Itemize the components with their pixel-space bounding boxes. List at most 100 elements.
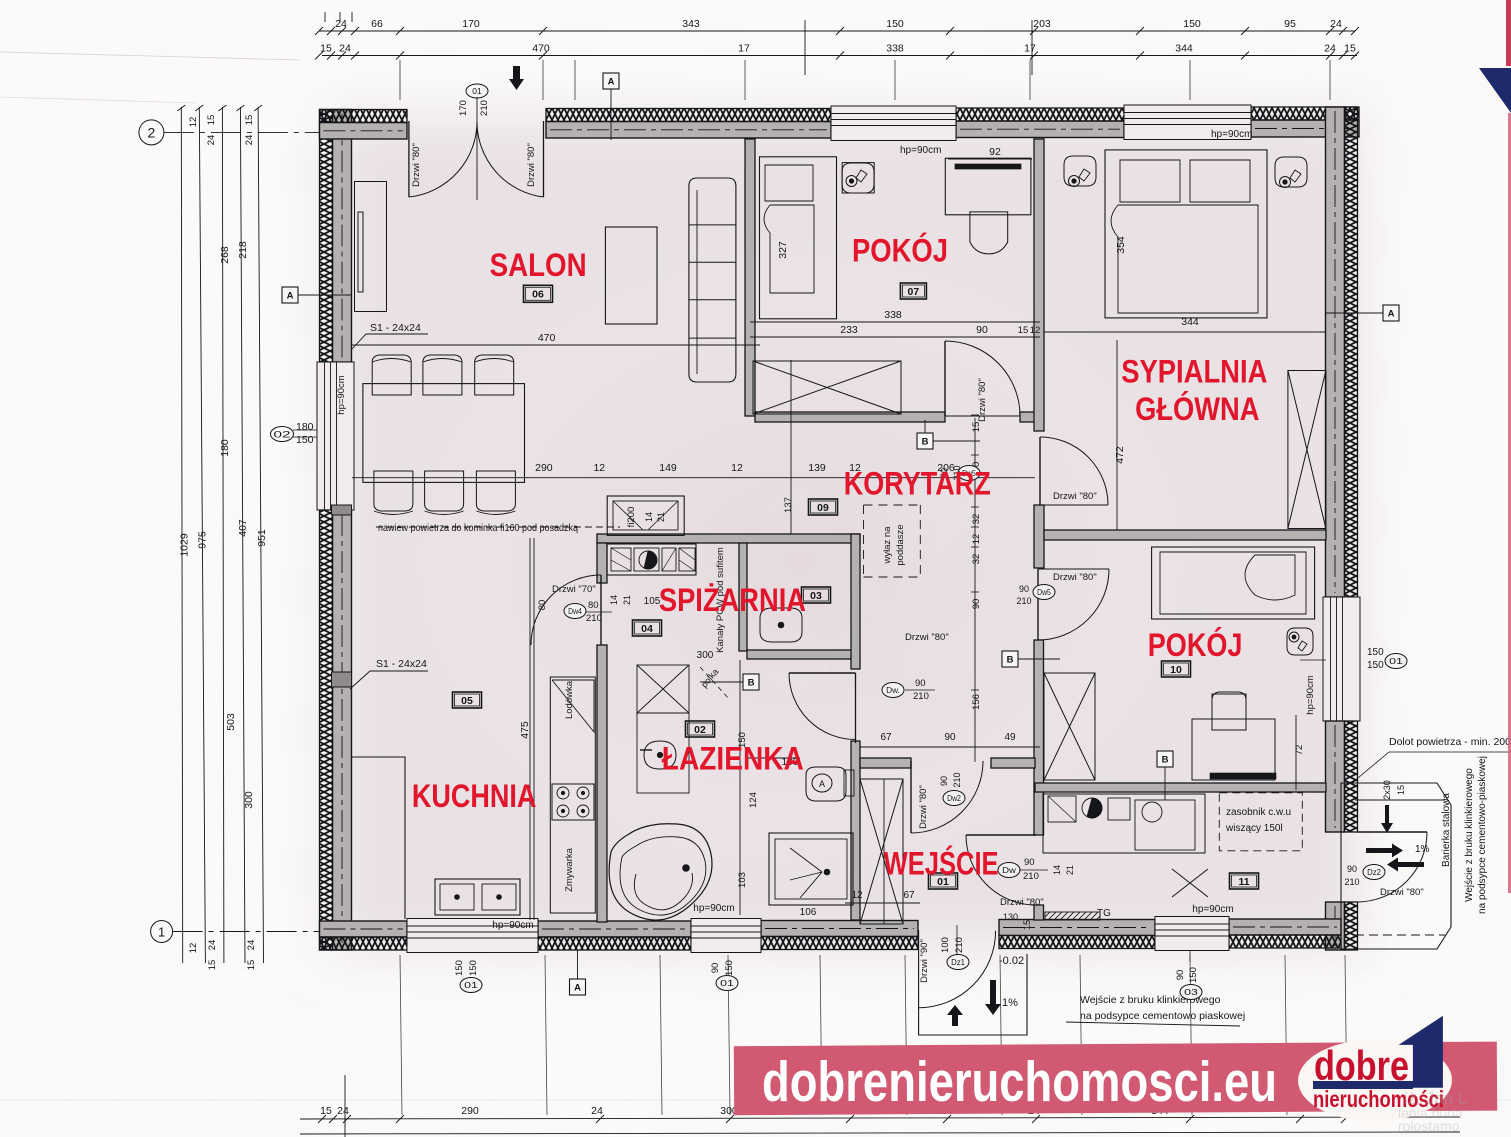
svg-text:POKÓJ: POKÓJ [1148,627,1243,663]
svg-text:343: 343 [682,18,700,30]
svg-text:Dw.: Dw. [886,685,900,695]
svg-text:nieruchomości: nieruchomości [1313,1086,1444,1112]
svg-text:dobre: dobre [1314,1042,1409,1089]
svg-text:137: 137 [783,497,794,513]
svg-text:hp=90cm: hp=90cm [1211,129,1252,140]
svg-text:150: 150 [1367,647,1384,658]
svg-text:A: A [1388,308,1395,319]
svg-text:24: 24 [206,135,217,146]
svg-text:67: 67 [880,732,892,743]
svg-text:A: A [608,76,615,87]
svg-text:12: 12 [593,462,605,474]
svg-text:01: 01 [720,978,734,988]
svg-text:12: 12 [849,462,861,474]
svg-text:hp=90cm: hp=90cm [336,375,347,414]
svg-text:KORYTARZ: KORYTARZ [844,466,991,502]
svg-text:Drzwi "80": Drzwi "80" [1380,887,1424,898]
svg-text:hp=90cm: hp=90cm [1192,904,1233,915]
svg-text:10: 10 [1170,664,1182,676]
svg-text:S1 - 24x24: S1 - 24x24 [376,658,427,670]
svg-text:344: 344 [1175,43,1193,55]
svg-text:49: 49 [1004,732,1016,743]
svg-text:90: 90 [1347,864,1357,874]
svg-text:B: B [922,436,929,447]
svg-text:24: 24 [1330,18,1342,30]
svg-text:150: 150 [737,732,748,748]
svg-text:1%: 1% [1002,997,1018,1009]
svg-text:B: B [1007,654,1014,665]
svg-text:SALON: SALON [490,247,587,283]
svg-text:Drzwi "80": Drzwi "80" [411,143,422,187]
svg-text:12: 12 [731,462,743,474]
svg-text:Lodówka: Lodówka [564,680,575,719]
svg-text:80: 80 [588,600,599,611]
svg-text:150: 150 [724,960,735,976]
svg-text:327: 327 [777,241,789,259]
svg-text:na podsypce cementowo piaskowe: na podsypce cementowo piaskowej [1080,1010,1245,1022]
svg-text:15: 15 [246,960,257,971]
svg-text:15: 15 [1022,920,1032,930]
svg-text:Wejście z bruku klinkierowego: Wejście z bruku klinkierowego [1464,768,1475,902]
svg-text:150: 150 [886,18,904,30]
svg-text:09: 09 [817,502,829,514]
svg-text:Dw2: Dw2 [947,793,961,803]
svg-text:210: 210 [1344,877,1359,887]
svg-text:14: 14 [609,595,619,605]
svg-text:67: 67 [903,890,915,901]
svg-text:24: 24 [339,43,351,55]
svg-text:14: 14 [1052,865,1062,875]
svg-text:951: 951 [256,529,268,547]
svg-text:17: 17 [738,43,750,55]
svg-text:210: 210 [479,100,490,116]
svg-text:100: 100 [782,757,799,768]
svg-text:90: 90 [939,468,949,478]
svg-text:210: 210 [952,772,962,787]
svg-text:290: 290 [535,462,553,474]
svg-text:fi200: fi200 [626,507,637,528]
svg-text:rolostamo: rolostamo [1398,1118,1460,1134]
svg-text:hp=90cm: hp=90cm [693,903,734,914]
svg-text:01: 01 [937,876,949,888]
svg-text:03: 03 [810,590,822,602]
svg-text:210: 210 [1016,596,1031,606]
svg-text:156: 156 [971,694,982,710]
svg-text:Drzwi "80": Drzwi "80" [977,378,988,422]
svg-text:180: 180 [296,421,314,433]
svg-text:GŁÓWNA: GŁÓWNA [1135,391,1259,427]
svg-text:90: 90 [944,732,956,743]
svg-text:475: 475 [519,721,531,739]
svg-text:150: 150 [1183,18,1201,30]
svg-text:hp=90cm: hp=90cm [900,145,941,156]
svg-text:150: 150 [454,960,465,976]
svg-text:12: 12 [1030,325,1041,336]
svg-text:Drzwi "80": Drzwi "80" [1053,572,1097,583]
svg-text:170: 170 [462,18,480,30]
svg-text:100: 100 [940,937,951,953]
svg-text:2: 2 [148,125,156,141]
svg-text:06: 06 [532,289,544,301]
svg-text:Dw5: Dw5 [1037,587,1051,597]
svg-text:01: 01 [464,980,478,990]
svg-text:21: 21 [1065,865,1075,875]
svg-text:15: 15 [1344,43,1356,55]
svg-text:139: 139 [808,462,826,474]
svg-text:SPIŻARNIA: SPIŻARNIA [659,582,806,618]
svg-text:wiszący 150l: wiszący 150l [1225,823,1283,834]
svg-text:B: B [1162,754,1169,765]
svg-text:233: 233 [840,324,858,336]
svg-text:21: 21 [656,512,666,522]
svg-text:150: 150 [468,960,479,976]
svg-text:KUCHNIA: KUCHNIA [412,778,537,814]
svg-text:210: 210 [586,613,602,624]
svg-text:14: 14 [644,512,654,522]
svg-text:21: 21 [622,595,632,605]
svg-text:1: 1 [158,924,165,939]
svg-text:12: 12 [188,943,199,954]
svg-text:hp=90cm: hp=90cm [492,920,533,931]
svg-text:90: 90 [1175,970,1186,981]
svg-text:15: 15 [320,1105,332,1117]
svg-text:1029: 1029 [179,533,191,557]
svg-text:290: 290 [461,1105,479,1117]
svg-text:15: 15 [971,422,982,433]
svg-text:24: 24 [244,135,255,146]
